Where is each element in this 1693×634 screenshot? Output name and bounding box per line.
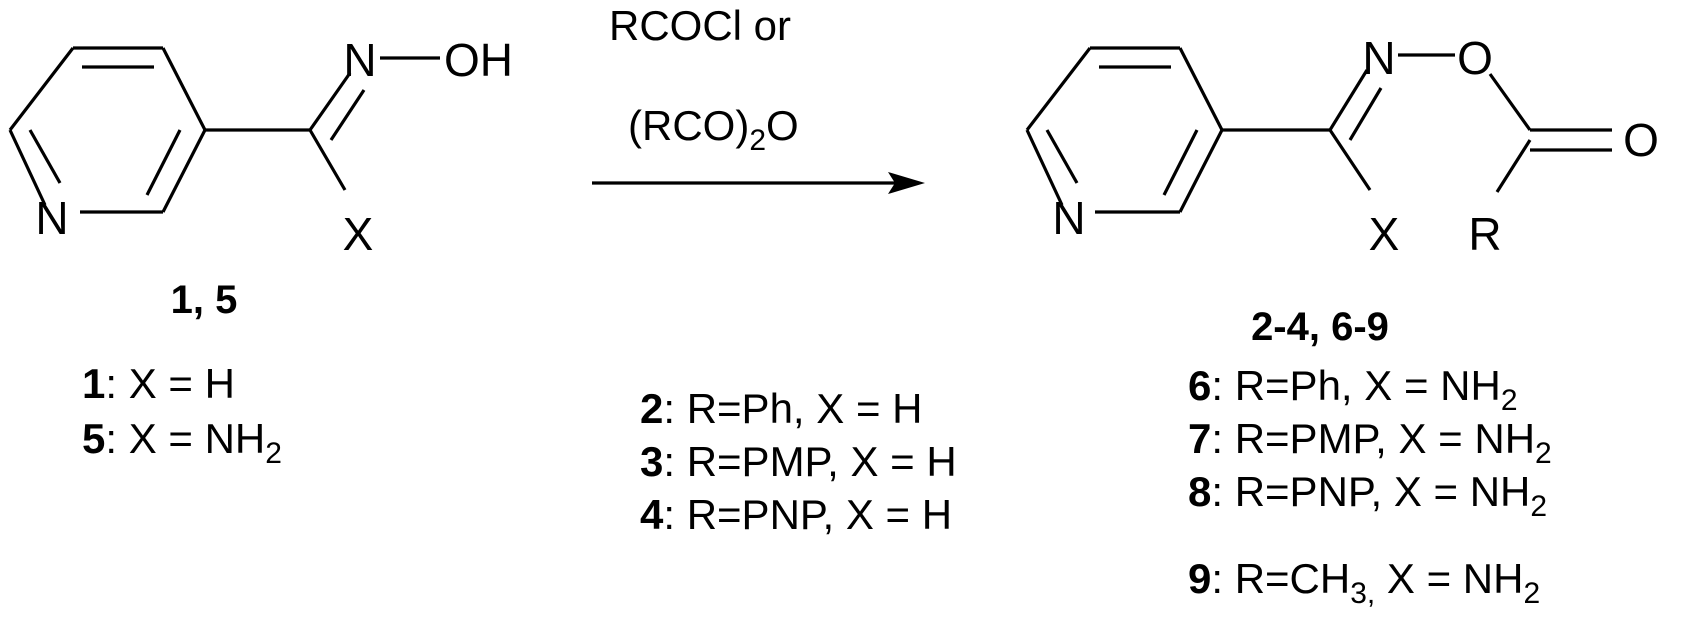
starting-material-label: 1, 5 (171, 278, 238, 322)
ester-oxygen-label: O (1457, 32, 1493, 84)
carbonyl-oxygen-label: O (1623, 114, 1659, 166)
product-key-left: 2: R=Ph, X = H 3: R=PMP, X = H 4: R=PNP,… (640, 385, 957, 538)
ring-nitrogen-label-product: N (1052, 192, 1085, 244)
key-item-8: 8: R=PNP, X = NH2 (1188, 468, 1547, 523)
key-item-9: 9: R=CH3, X = NH2 (1188, 555, 1540, 610)
substituent-r-label: R (1468, 208, 1501, 260)
product-label: 2-4, 6-9 (1251, 305, 1389, 349)
reagent-line-2: (RCO)2O (628, 102, 799, 157)
reaction-conditions: RCOCl or (RCO)2O (609, 2, 799, 157)
key-item-6: 6: R=Ph, X = NH2 (1188, 362, 1518, 417)
oxime-nitrogen-label: N (343, 34, 376, 86)
substituent-x-label: X (343, 208, 374, 260)
key-item-3: 3: R=PMP, X = H (640, 438, 957, 485)
reaction-arrow (592, 172, 925, 194)
product-structure: N N O O X R (1025, 32, 1659, 260)
reagent-line-1: RCOCl or (609, 2, 791, 49)
product-key-right: 6: R=Ph, X = NH2 7: R=PMP, X = NH2 8: R=… (1188, 362, 1552, 610)
key-item-5: 5: X = NH2 (82, 415, 282, 470)
key-item-2: 2: R=Ph, X = H (640, 385, 922, 432)
oxime-nitrogen-label-product: N (1362, 32, 1395, 84)
hydroxyl-label: OH (444, 34, 513, 86)
pyridine-ring-right (1025, 46, 1224, 214)
key-item-1: 1: X = H (82, 360, 235, 407)
substituent-x-label-product: X (1369, 208, 1400, 260)
pyridine-ring-left (8, 46, 207, 214)
starting-material-key: 1: X = H 5: X = NH2 (82, 360, 282, 470)
key-item-4: 4: R=PNP, X = H (640, 491, 952, 538)
starting-material-structure: N N OH X (8, 34, 513, 260)
key-item-7: 7: R=PMP, X = NH2 (1188, 415, 1552, 470)
ring-nitrogen-label: N (35, 192, 68, 244)
